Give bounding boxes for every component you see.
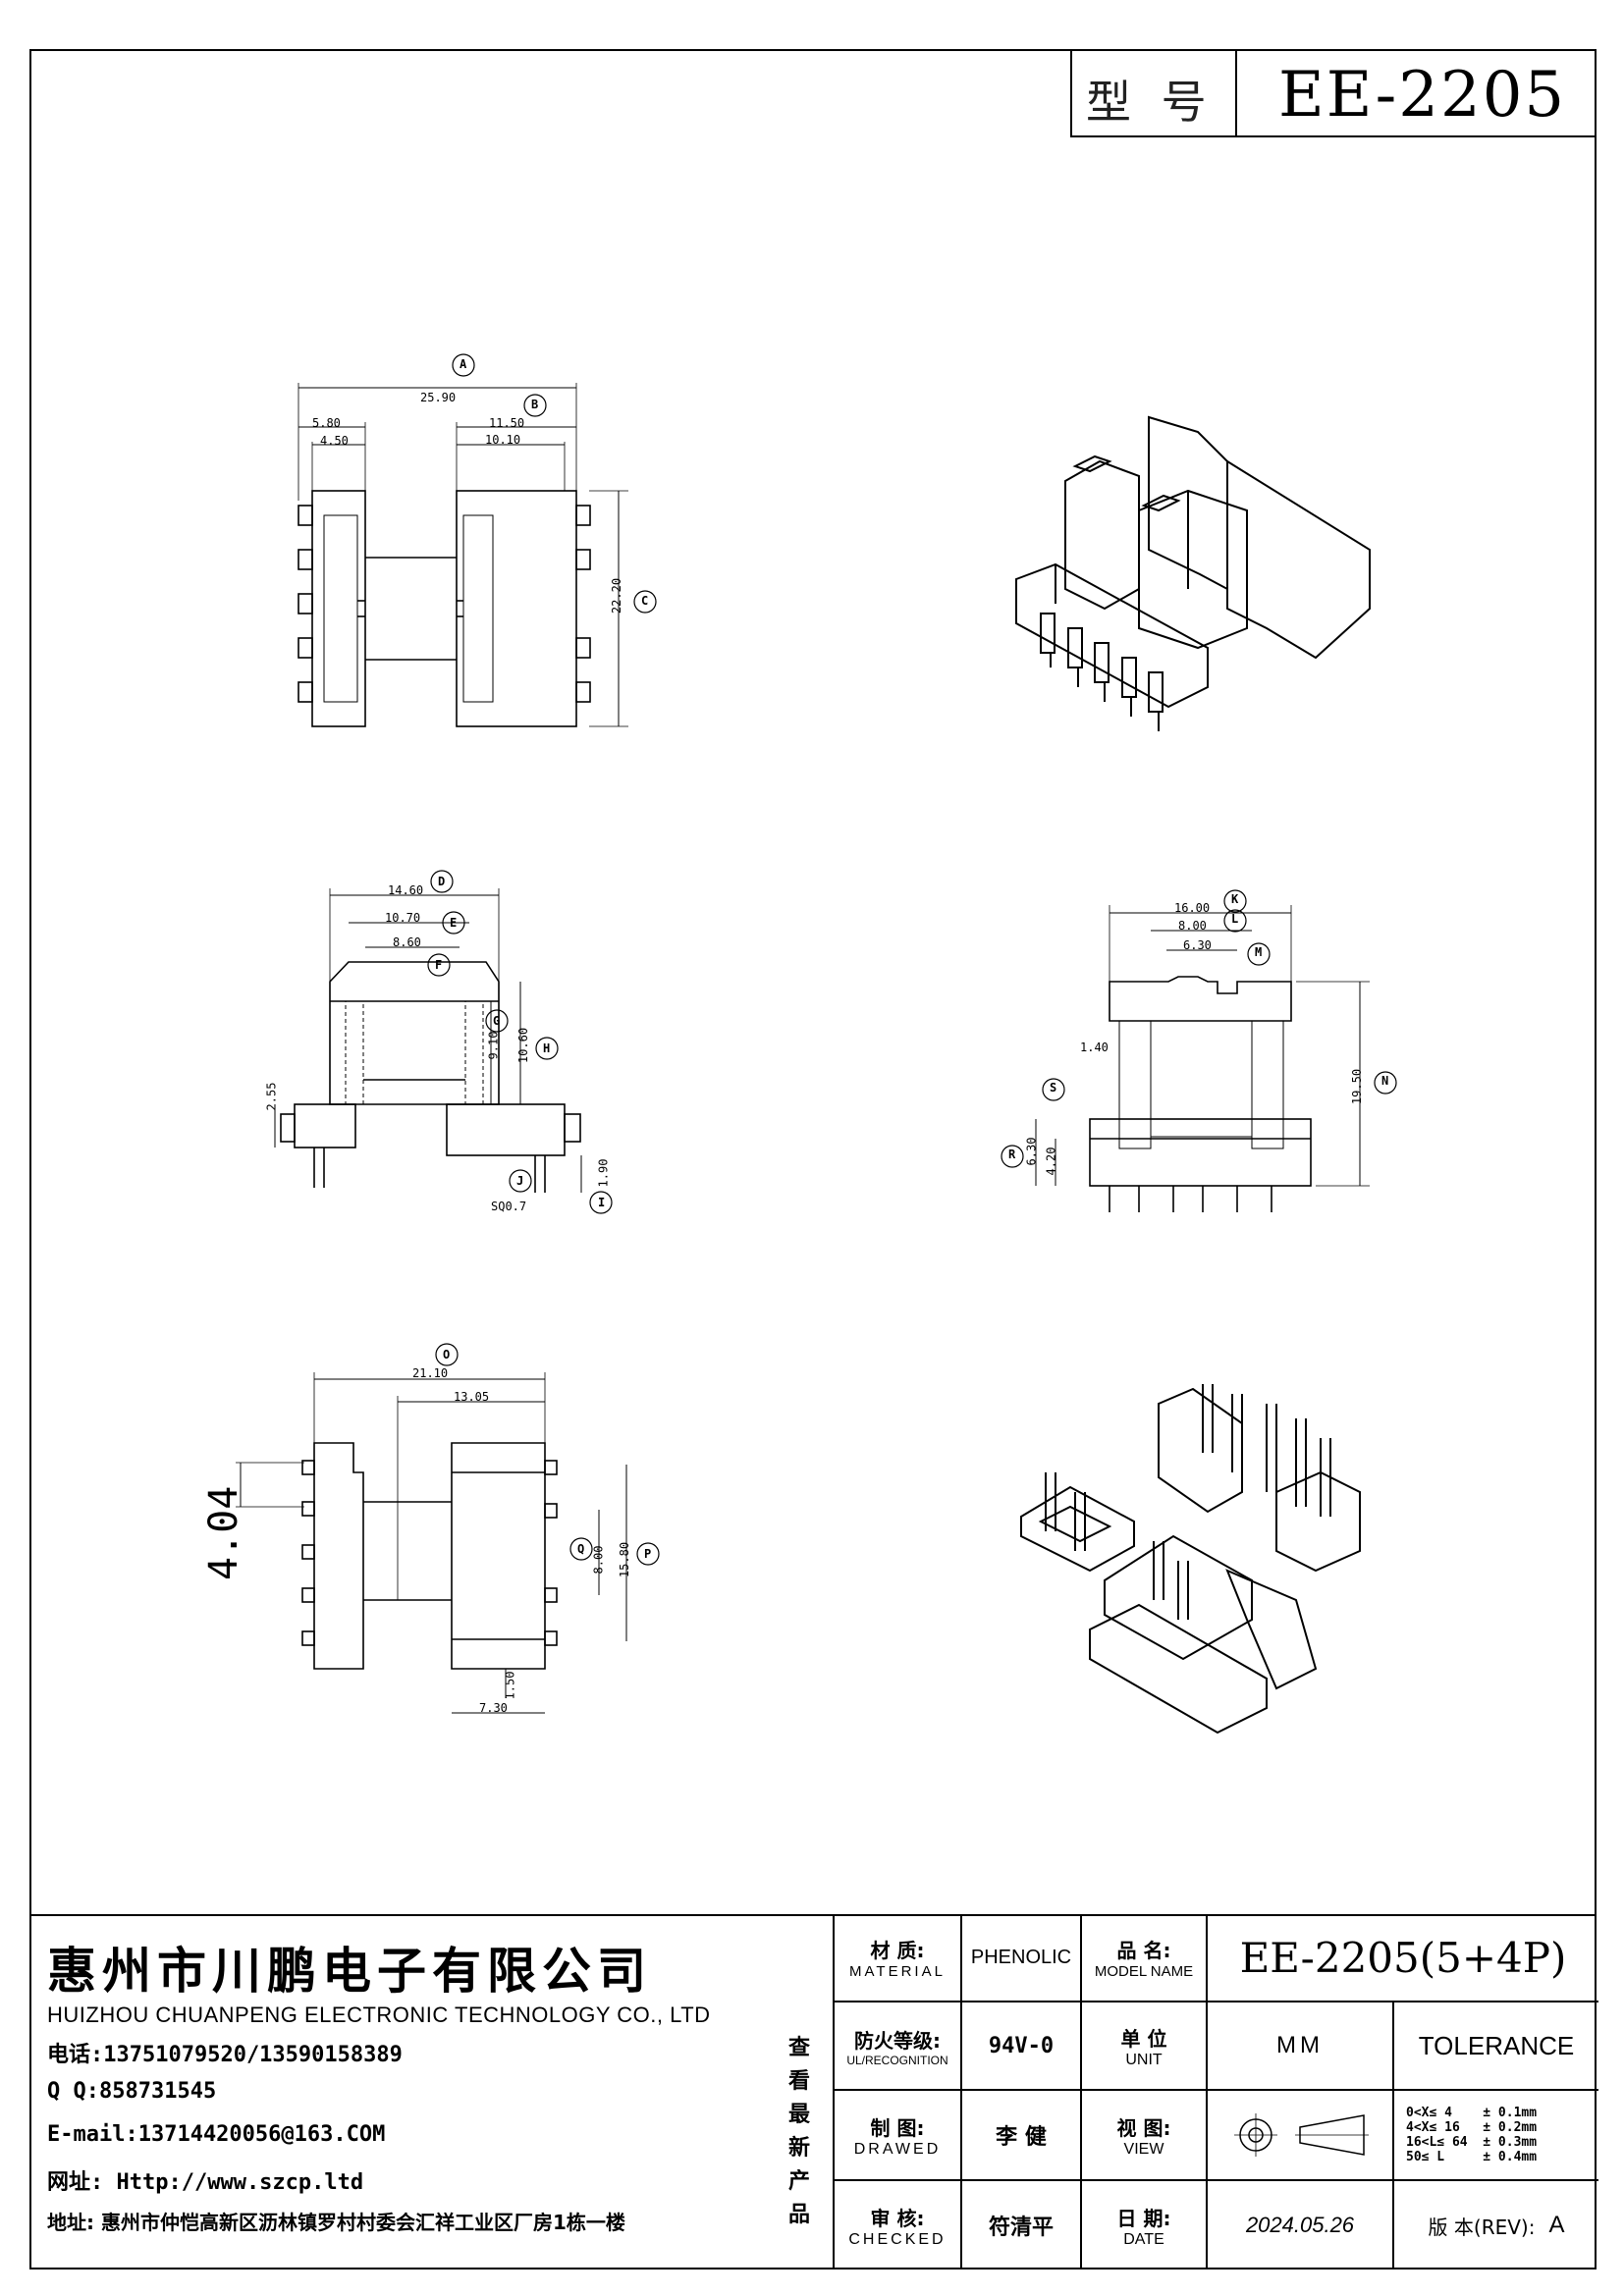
spec-table: 材 质: MATERIAL PHENOLIC 品 名: MODEL NAME E… bbox=[833, 1914, 1598, 2269]
tolerance-label-cell: TOLERANCE bbox=[1394, 2002, 1598, 2091]
dim-base-label: 7.30 bbox=[479, 1701, 508, 1715]
unit-label-cell: 单 位 UNIT bbox=[1082, 2002, 1208, 2091]
drawed-value-cell: 李 健 bbox=[962, 2091, 1082, 2181]
letter-q: Q bbox=[577, 1542, 585, 1556]
letter-c: C bbox=[641, 594, 649, 608]
drawing-sheet bbox=[29, 49, 1597, 2269]
letter-e: E bbox=[450, 916, 458, 930]
letter-m: M bbox=[1255, 945, 1263, 959]
model-label: 型 号 bbox=[1086, 76, 1215, 129]
letter-p: P bbox=[644, 1547, 652, 1561]
letter-n: N bbox=[1381, 1074, 1389, 1088]
company-qq: Q Q:858731545 bbox=[47, 2079, 217, 2104]
company-name-en: HUIZHOU CHUANPENG ELECTRONIC TECHNOLOGY … bbox=[47, 2002, 711, 2027]
letter-r: R bbox=[1008, 1148, 1016, 1161]
dim-e-label: 10.70 bbox=[385, 911, 421, 925]
company-email: E-mail:13714420056@163.COM bbox=[47, 2122, 386, 2147]
title-block: 型 号 EE-2205 bbox=[1070, 49, 1597, 137]
dim-f-label: 8.60 bbox=[393, 935, 421, 949]
dim-l-label: 8.00 bbox=[1178, 919, 1207, 933]
letter-f: F bbox=[435, 958, 443, 972]
letter-k: K bbox=[1231, 892, 1239, 906]
rev-cell: 版 本(REV): A bbox=[1428, 2212, 1565, 2239]
dim-left-outer: 5.80 bbox=[312, 416, 341, 430]
dim-b-inner: 10.10 bbox=[485, 433, 521, 447]
letter-i: I bbox=[598, 1196, 606, 1209]
view-symbol-cell bbox=[1208, 2091, 1394, 2181]
letter-h: H bbox=[543, 1041, 551, 1055]
model-label-cell: 品 名: MODEL NAME bbox=[1082, 1914, 1208, 2002]
material-label-cell: 材 质: MATERIAL bbox=[835, 1914, 962, 2002]
dim-b-outer: 11.50 bbox=[489, 416, 525, 430]
bottom-title-block bbox=[29, 1914, 1597, 2269]
company-web[interactable]: 网址: Http://www.szcp.ltd bbox=[47, 2170, 364, 2195]
view-label-cell: 视 图: VIEW bbox=[1082, 2091, 1208, 2181]
dim-d-label: 14.60 bbox=[388, 883, 424, 897]
letter-g: G bbox=[493, 1014, 501, 1028]
company-name-cn: 惠州市川鹏电子有限公司 bbox=[47, 1943, 652, 2000]
dim-k-label: 16.00 bbox=[1174, 901, 1211, 915]
dim-m-label: 6.30 bbox=[1183, 938, 1212, 952]
model-value-cell: EE-2205(5+4P) bbox=[1208, 1914, 1598, 2002]
drawed-label-cell: 制 图: DRAWED bbox=[835, 2091, 962, 2181]
letter-s: S bbox=[1050, 1081, 1057, 1095]
dim-o-label: 21.10 bbox=[412, 1366, 449, 1380]
dim-left-inner: 4.50 bbox=[320, 434, 349, 448]
side-note: 查 看 最 新 产 品 bbox=[787, 2036, 810, 2227]
company-phone: 电话:13751079520/13590158389 bbox=[47, 2043, 403, 2067]
checked-label-cell: 审 核: CHECKED bbox=[835, 2181, 962, 2269]
letter-l: L bbox=[1231, 912, 1239, 926]
letter-j: J bbox=[516, 1174, 524, 1188]
unit-value-cell: MM bbox=[1208, 2002, 1394, 2091]
material-value-cell: PHENOLIC bbox=[962, 1914, 1082, 2002]
letter-a: A bbox=[460, 357, 467, 371]
dim-inner-label: 13.05 bbox=[454, 1390, 490, 1404]
tolerance-values-cell: 0<X≤ 4 ± 0.1mm 4<X≤ 16 ± 0.2mm 16<L≤ 64 … bbox=[1394, 2091, 1598, 2181]
model-number: EE-2205 bbox=[1278, 59, 1567, 132]
letter-o: O bbox=[443, 1348, 451, 1362]
letter-b: B bbox=[531, 398, 539, 411]
company-address: 地址: 惠州市仲恺高新区沥林镇罗村村委会汇祥工业区厂房1栋一楼 bbox=[47, 2211, 625, 2234]
letter-d: D bbox=[438, 875, 446, 888]
dim-j-label: SQ0.7 bbox=[491, 1200, 527, 1213]
dim-a-label: 25.90 bbox=[420, 391, 457, 404]
checked-value-cell: 符清平 bbox=[962, 2181, 1082, 2269]
ul-label-cell: 防火等级: UL/RECOGNITION bbox=[835, 2002, 962, 2091]
dim-slot-label: 1.40 bbox=[1080, 1041, 1109, 1054]
ul-value-cell: 94V-0 bbox=[962, 2002, 1082, 2091]
date-value-cell: 2024.05.26 bbox=[1208, 2181, 1394, 2269]
date-label-cell: 日 期: DATE bbox=[1082, 2181, 1208, 2269]
projection-symbol-icon bbox=[1234, 2113, 1369, 2157]
